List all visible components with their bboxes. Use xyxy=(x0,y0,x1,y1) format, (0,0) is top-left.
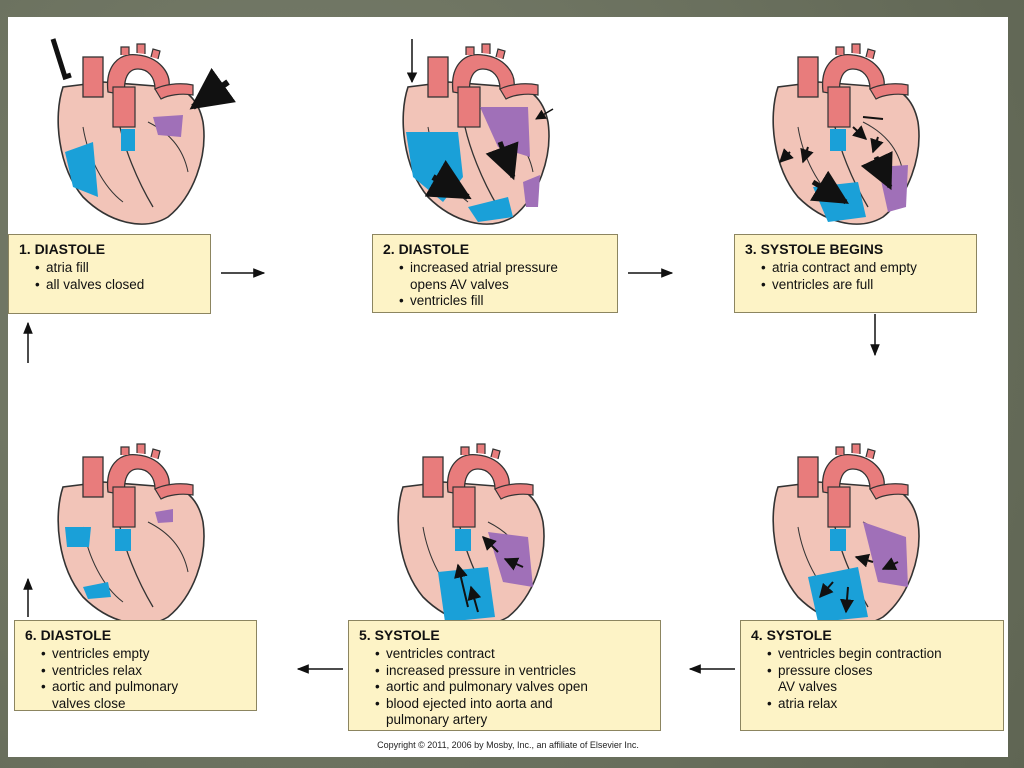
valve-blood xyxy=(830,129,846,151)
arrow-flow-icon xyxy=(424,160,472,200)
step-item: atria relax xyxy=(767,696,995,713)
step-item-text: AV valves xyxy=(778,679,838,694)
step-title: 4. SYSTOLE xyxy=(751,627,832,643)
valve-blood xyxy=(121,129,135,151)
arrow-icon xyxy=(819,581,834,599)
slide: 1. DIASTOLE atria fill all valves closed… xyxy=(8,17,1008,757)
heart-diagram-6 xyxy=(57,443,205,625)
step-title: 1. DIASTOLE xyxy=(19,241,106,257)
arrow-in-icon xyxy=(50,38,72,81)
arrow-flow-icon xyxy=(860,151,893,191)
step-item-text: pulmonary artery xyxy=(386,712,488,727)
step-item-text: opens AV valves xyxy=(410,276,509,292)
left-ventricle-blood xyxy=(863,522,908,587)
valve-blood xyxy=(830,529,846,551)
arrow-icon xyxy=(870,136,884,154)
valve-blood xyxy=(115,529,131,551)
heart-diagram-1 xyxy=(50,38,236,225)
left-atrium-blood xyxy=(155,509,173,523)
arrow-icon xyxy=(779,148,794,163)
step-box-3: 3. SYSTOLE BEGINS atria contract and emp… xyxy=(734,234,977,313)
step-box-6: 6. DIASTOLE ventricles empty ventricles … xyxy=(14,620,257,711)
step-item: all valves closed xyxy=(35,277,202,294)
heart-diagram-5 xyxy=(397,443,545,625)
step-item: ventricles fill xyxy=(399,293,609,310)
heart-diagram-3 xyxy=(772,43,920,225)
arrow-icon xyxy=(851,125,868,140)
step-box-1: 1. DIASTOLE atria fill all valves closed xyxy=(8,234,211,314)
step-box-2: 2. DIASTOLE increased atrial pressureope… xyxy=(372,234,618,313)
step-item-text: aortic and pulmonary xyxy=(52,679,179,694)
step-item: ventricles empty xyxy=(41,646,248,663)
step-item: atria contract and empty xyxy=(761,260,968,277)
step-item: aortic and pulmonary valves open xyxy=(375,679,652,696)
step-title: 2. DIASTOLE xyxy=(383,241,470,257)
step-box-4: 4. SYSTOLE ventricles begin contraction … xyxy=(740,620,1004,731)
arrow-icon xyxy=(800,146,814,164)
step-title: 5. SYSTOLE xyxy=(359,627,440,643)
step-title: 6. DIASTOLE xyxy=(25,627,112,643)
right-ventricle-blood xyxy=(83,582,111,599)
step-item-text: blood ejected into aorta and xyxy=(386,695,553,711)
step-title: 3. SYSTOLE BEGINS xyxy=(745,241,884,257)
step-item-text: valves close xyxy=(52,695,126,711)
right-atrium-blood xyxy=(65,142,98,197)
right-ventricle-blood xyxy=(438,567,495,622)
step-item: increased pressure in ventricles xyxy=(375,663,652,680)
arrow-in-icon xyxy=(189,67,236,110)
arrow-icon xyxy=(482,536,499,553)
arrow-icon xyxy=(862,116,884,120)
step-item: ventricles relax xyxy=(41,663,248,680)
step-box-5: 5. SYSTOLE ventricles contract increased… xyxy=(348,620,661,731)
left-atrium-blood xyxy=(153,115,183,137)
arrow-icon xyxy=(454,563,469,608)
step-item-text: pressure closes xyxy=(778,662,873,678)
heart-diagram-2 xyxy=(402,39,554,225)
step-item-text: increased atrial pressure xyxy=(410,260,558,275)
right-ventricle-blood xyxy=(468,197,513,222)
arrow-icon xyxy=(503,557,524,571)
step-item: ventricles contract xyxy=(375,646,652,663)
right-atrium-blood xyxy=(65,527,91,547)
copyright-text: Copyright © 2011, 2006 by Mosby, Inc., a… xyxy=(377,740,639,750)
arrow-icon xyxy=(467,585,482,613)
cycle-arrows xyxy=(23,268,880,674)
heart-diagram-4 xyxy=(772,443,920,625)
arrow-icon xyxy=(840,586,854,614)
arrow-flow-icon xyxy=(809,170,849,205)
step-item: ventricles are full xyxy=(761,277,968,294)
arrow-icon xyxy=(881,557,899,571)
arrow-in-icon xyxy=(535,108,554,120)
step-item: atria fill xyxy=(35,260,202,277)
valve-blood xyxy=(455,529,471,551)
step-item: ventricles begin contraction xyxy=(767,646,995,663)
arrow-flow-icon xyxy=(485,141,519,181)
arrow-icon xyxy=(854,553,874,568)
left-ventricle-blood xyxy=(523,175,540,207)
